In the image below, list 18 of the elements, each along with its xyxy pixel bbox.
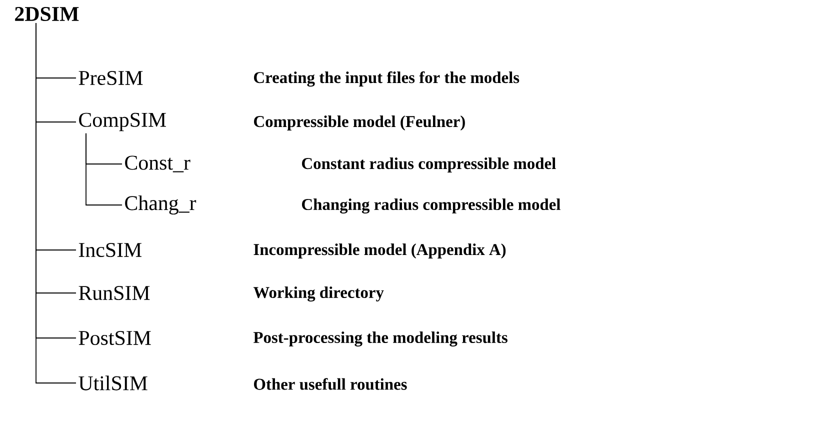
directory-name: IncSIM [78,242,142,258]
directory-description: Constant radius compressible model [302,158,556,172]
directory-name: UtilSIM [78,376,148,390]
directory-description: Changing radius compressible model [302,198,560,214]
directory-description: Creating the input files for the models [254,71,520,87]
directory-name: RunSIM [78,286,150,300]
directory-name: Const_r [125,156,190,172]
directory-description: Compressible model (Feulner) [254,116,465,130]
tree-connector [86,132,122,206]
directory-name: CompSIM [79,112,166,132]
directory-name: PostSIM [78,330,151,346]
directory-description: Incompressible model (Appendix A) [254,244,506,258]
directory-name: PreSIM [78,70,143,86]
directory-name: Chang_r [125,195,196,214]
directory-description: Other usefull routines [254,378,407,390]
directory-description: Working directory [253,286,384,302]
root-directory: 2DSIM [15,6,79,22]
directory-description: Post-processing the modeling results [254,331,508,346]
